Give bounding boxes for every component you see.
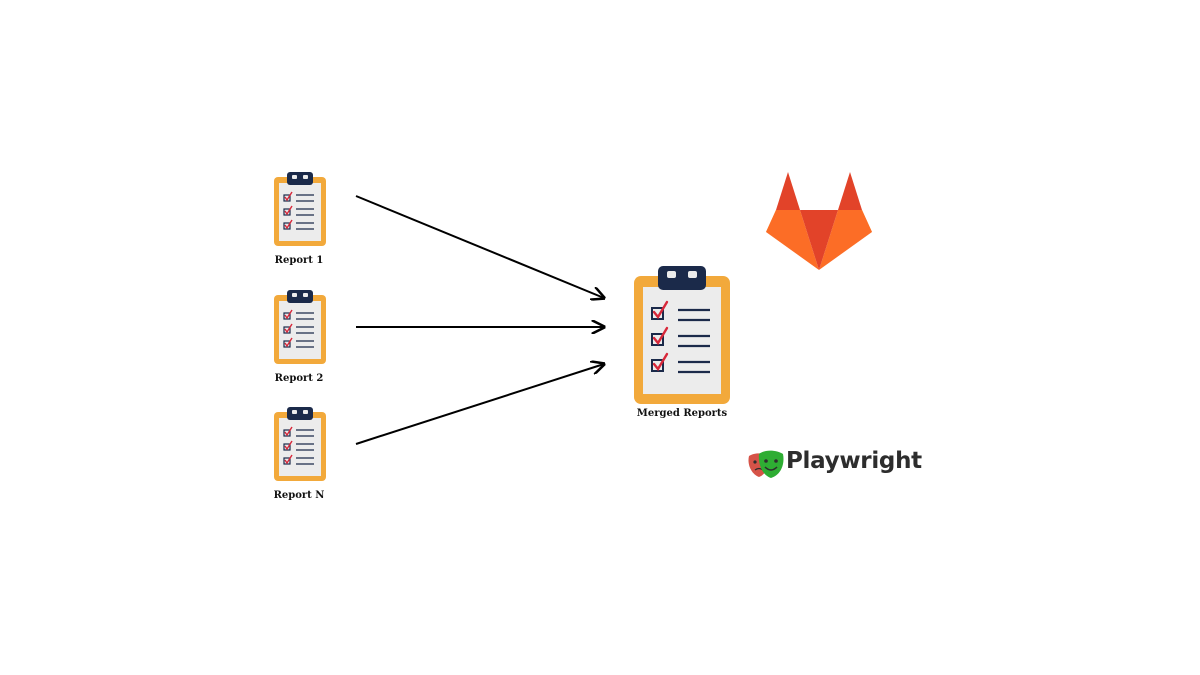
report-n-clipboard-icon — [274, 407, 326, 481]
arrow-report-1-to-merged — [355, 195, 604, 298]
report-n-label: Report N — [273, 490, 325, 501]
playwright-logo-text: Playwright — [786, 448, 922, 474]
report-1-clipboard-icon — [274, 172, 326, 246]
merged-reports-clipboard-icon — [634, 266, 730, 404]
report-1-label: Report 1 — [274, 255, 324, 266]
playwright-masks-icon — [748, 450, 784, 478]
merged-reports-label: Merged Reports — [636, 408, 728, 419]
report-2-label: Report 2 — [274, 373, 324, 384]
report-2-clipboard-icon — [274, 290, 326, 364]
arrow-report-n-to-merged — [355, 364, 604, 445]
gitlab-logo-icon — [766, 172, 872, 270]
